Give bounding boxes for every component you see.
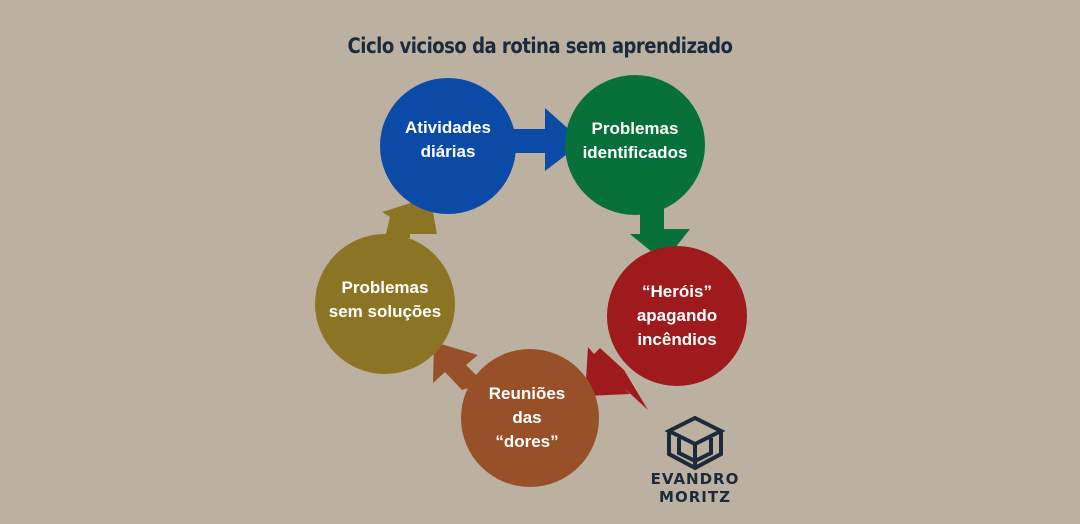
arrow-1-to-2: [505, 108, 583, 171]
node-label-reunioes: Reuniões das “dores”: [488, 384, 566, 451]
diagram-title: Ciclo vicioso da rotina sem aprendizado: [347, 34, 733, 58]
logo-top-face: [664, 415, 726, 447]
node-label-atividades: Atividades diárias: [405, 118, 491, 161]
node-circle-reunioes: [461, 349, 599, 487]
node-label-herois: “Heróis” apagando incêndios: [636, 282, 718, 349]
logo-text-line1: EVANDRO: [650, 470, 740, 488]
node-circle-problemas-sem-solucoes: [315, 234, 455, 374]
node-circle-atividades: [380, 78, 516, 214]
arrow-4-to-5: [433, 342, 484, 390]
logo-text-line2: MORITZ: [659, 488, 731, 506]
node-label-problemas-identificados: Problemas identificados: [582, 119, 688, 162]
brand-logo-icon: [664, 415, 726, 471]
arrow-3-to-4: [585, 347, 648, 410]
node-circle-herois: [607, 246, 747, 386]
node-label-problemas-sem-solucoes: Problemas sem soluções: [328, 278, 442, 321]
node-circle-problemas-identificados: [565, 75, 705, 215]
